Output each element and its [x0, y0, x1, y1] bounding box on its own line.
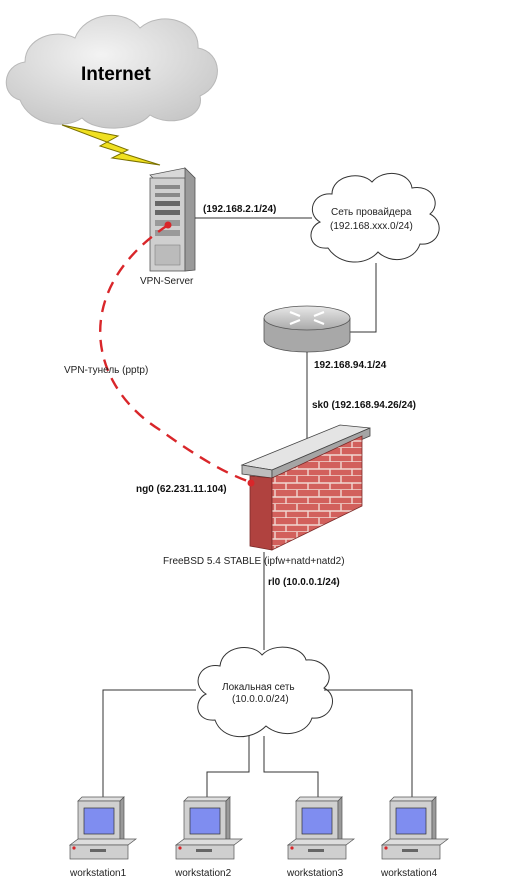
vpn-server-label: VPN-Server — [140, 276, 194, 287]
workstation-icon — [380, 796, 450, 860]
local-net-name: Локальная сеть — [222, 682, 295, 693]
workstation-label: workstation1 — [69, 868, 127, 879]
firewall-sk0: sk0 (192.168.94.26/24) — [312, 400, 416, 411]
lightning-icon — [61, 124, 161, 166]
firewall-rl0: rl0 (10.0.0.1/24) — [268, 577, 340, 588]
router-icon — [263, 305, 351, 353]
vpn-server-icon — [149, 167, 196, 272]
wire-lan-ws1 — [102, 689, 196, 800]
local-net-cloud: Локальная сеть (10.0.0.0/24) — [197, 646, 334, 738]
workstation-icon — [174, 796, 244, 860]
provider-cloud: Сеть провайдера (192.168.xxx.0/24) — [310, 173, 440, 263]
local-net-range: (10.0.0.0/24) — [232, 694, 289, 705]
provider-net-range: (192.168.xxx.0/24) — [330, 221, 413, 232]
workstation-label: workstation2 — [174, 868, 232, 879]
tunnel-endpoint-server — [164, 221, 172, 229]
workstation-label: workstation3 — [286, 868, 344, 879]
internet-label: Internet — [81, 64, 151, 85]
workstation-label: workstation4 — [380, 868, 438, 879]
internet-cloud: Internet — [5, 14, 218, 129]
vpn-tunnel-label: VPN-тунель (pptp) — [64, 365, 148, 376]
firewall-ng0: ng0 (62.231.11.104) — [136, 484, 227, 495]
wire-provider-router — [350, 263, 377, 333]
firewall-icon — [240, 424, 371, 551]
provider-net-name: Сеть провайдера — [331, 207, 412, 218]
workstation-icon — [286, 796, 356, 860]
wire-lan-ws2 — [206, 736, 250, 800]
wire-lan-ws3 — [263, 736, 319, 800]
wire-lan-ws4 — [324, 689, 413, 800]
workstation-icon — [68, 796, 138, 860]
tunnel-endpoint-firewall — [247, 479, 255, 487]
router-ip: 192.168.94.1/24 — [314, 360, 387, 371]
firewall-os: FreeBSD 5.4 STABLE (ipfw+natd+natd2) — [163, 556, 345, 567]
vpn-server-ip: (192.168.2.1/24) — [203, 204, 276, 215]
